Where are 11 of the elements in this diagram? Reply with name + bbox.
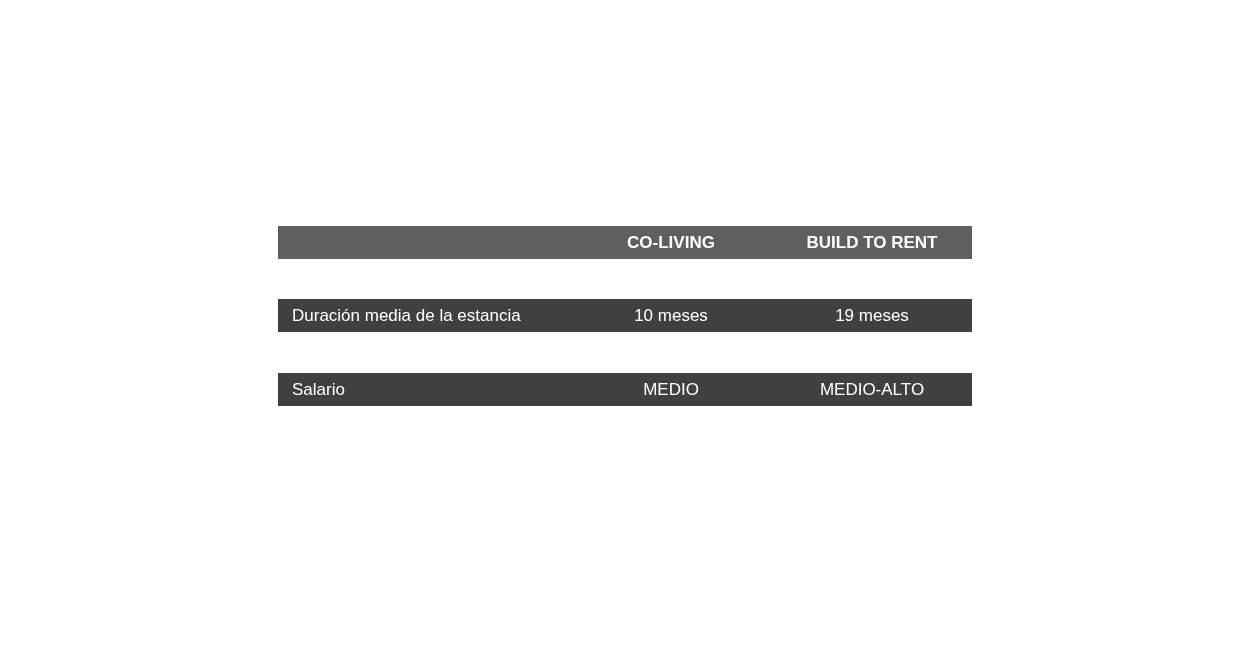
column-header: CO-LIVING — [626, 231, 716, 254]
row-band — [278, 373, 972, 406]
column-header: BUILD TO RENT — [805, 231, 939, 254]
value-text: MEDIO-ALTO — [818, 378, 926, 401]
row-label: Salario — [291, 378, 346, 401]
row-label: Duración media de la estancia — [291, 304, 522, 327]
row-band — [278, 299, 972, 332]
value-text: 19 meses — [834, 304, 910, 327]
value-text: 10 meses — [633, 304, 709, 327]
value-text: MEDIO — [642, 378, 700, 401]
header-band — [278, 226, 972, 259]
